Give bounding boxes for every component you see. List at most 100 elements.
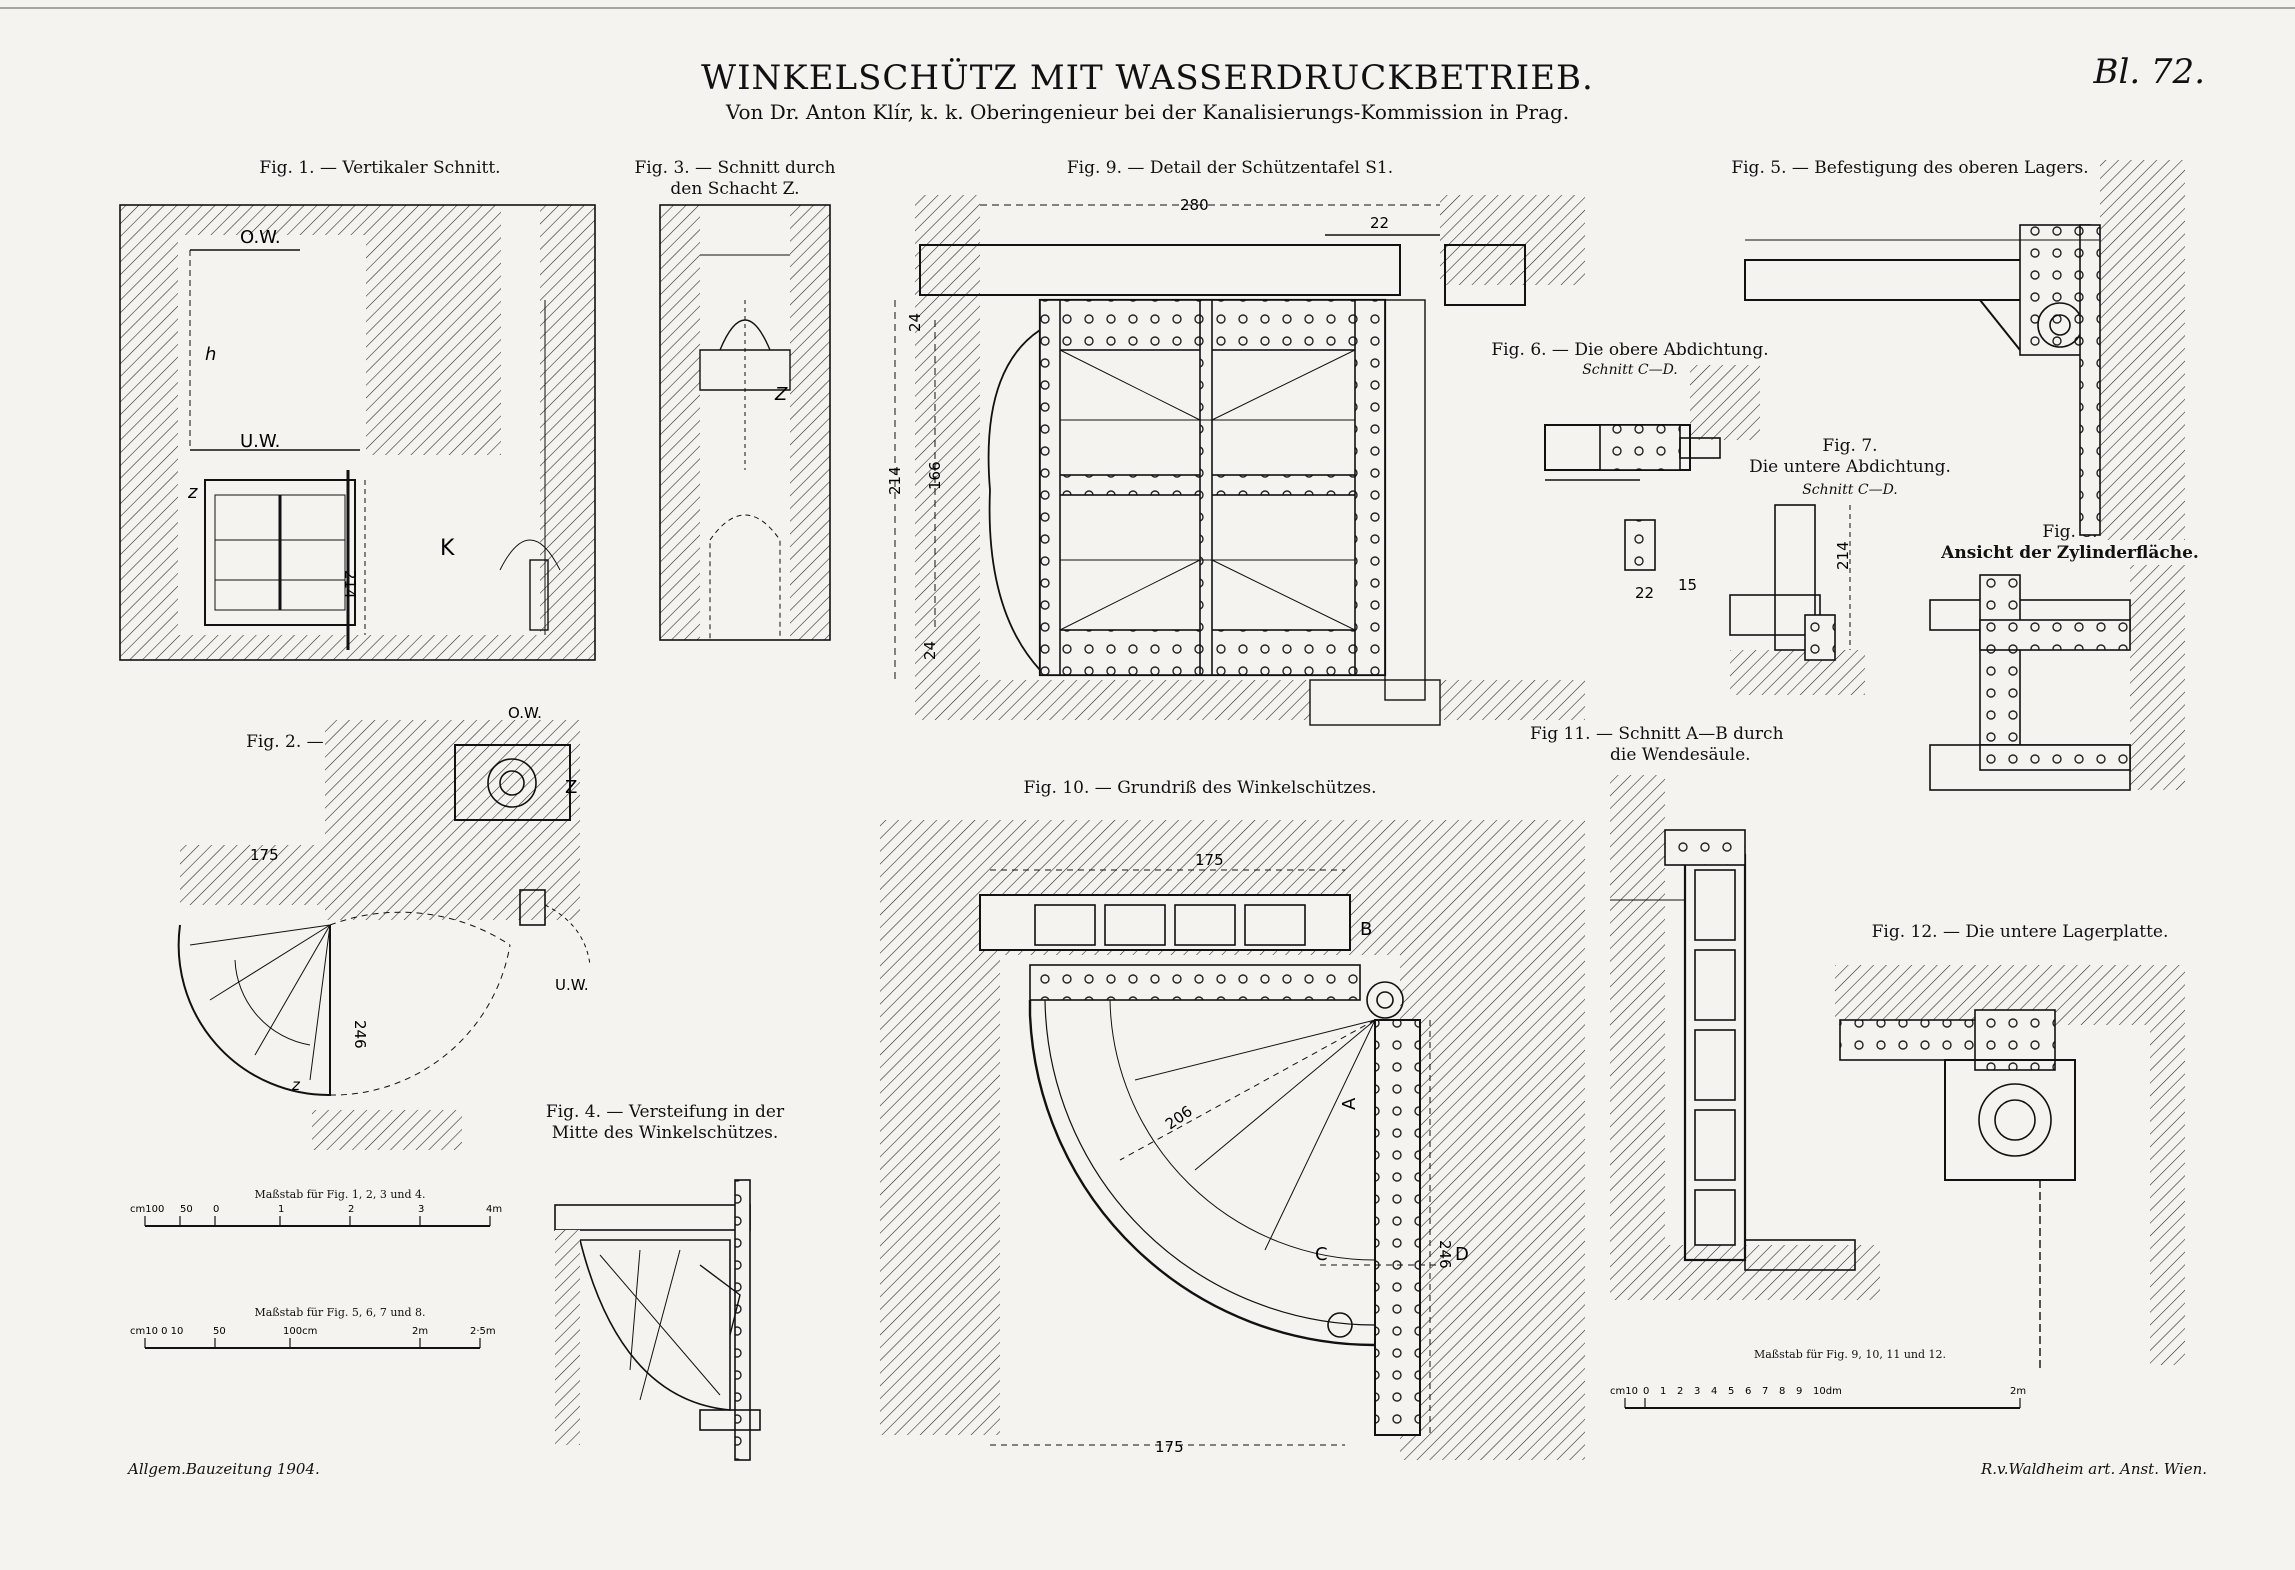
fig11-caption-line2: die Wendesäule. bbox=[1610, 745, 1751, 766]
fig10-gate-plan bbox=[880, 820, 1585, 1460]
fig2-label-z-upper: Z bbox=[565, 777, 577, 798]
fig2-label-ow: O.W. bbox=[508, 704, 542, 722]
fig10-dim-246: 246 bbox=[1436, 1240, 1454, 1269]
fig2-label-uw: U.W. bbox=[555, 976, 589, 994]
fig6-sub: Schnitt C—D. bbox=[1582, 362, 1678, 378]
fig10-label-c: C bbox=[1315, 1244, 1328, 1265]
fig9-dim-24-bottom: 24 bbox=[921, 641, 939, 660]
fig11-pivot-column-section bbox=[1610, 775, 1880, 1300]
scale1-tick-5: 3 bbox=[418, 1204, 424, 1215]
scale3-tick-1: 0 bbox=[1643, 1386, 1649, 1397]
scale-bar-3 bbox=[1624, 1398, 2021, 1409]
scale3-tick-12: 2m bbox=[2010, 1386, 2026, 1397]
scale1-tick-6: 4m bbox=[486, 1204, 502, 1215]
fig7-lower-seal bbox=[1729, 504, 1865, 695]
fig10-label-a: A bbox=[1339, 1097, 1360, 1110]
fig7-caption: Fig. 7. Die untere Abdichtung. bbox=[1720, 436, 1980, 479]
scale2-tick-4: 2·5m bbox=[470, 1326, 496, 1337]
fig9-dim-166: 166 bbox=[926, 461, 944, 490]
scale3-tick-8: 7 bbox=[1762, 1386, 1768, 1397]
scale2-tick-1: 50 bbox=[213, 1326, 226, 1337]
scale2-caption: Maßstab für Fig. 5, 6, 7 und 8. bbox=[254, 1306, 426, 1319]
fig10-caption: Fig. 10. — Grundriß des Winkelschützes. bbox=[1023, 778, 1377, 798]
scale1-caption: Maßstab für Fig. 1, 2, 3 und 4. bbox=[254, 1188, 426, 1201]
plate-number: Bl. 72. bbox=[2093, 52, 2205, 92]
scale2-tick-3: 2m bbox=[412, 1326, 428, 1337]
scale3-tick-0: cm10 bbox=[1610, 1386, 1638, 1397]
fig1-label-k: K bbox=[440, 536, 455, 561]
fig7-caption-line2: Die untere Abdichtung. bbox=[1749, 457, 1951, 478]
scale3-tick-5: 4 bbox=[1711, 1386, 1717, 1397]
footer-right: R.v.Waldheim art. Anst. Wien. bbox=[1981, 1460, 2207, 1478]
fig11-caption-line1: Fig 11. — Schnitt A—B durch bbox=[1530, 724, 1784, 744]
fig4-caption-line2: Mitte des Winkelschützes. bbox=[551, 1123, 779, 1144]
scale3-tick-7: 6 bbox=[1745, 1386, 1751, 1397]
footer-left: Allgem.Bauzeitung 1904. bbox=[128, 1460, 320, 1478]
fig8-caption-line2: Ansicht der Zylinderfläche. bbox=[1941, 543, 2199, 564]
scale-bar-2 bbox=[144, 1338, 481, 1349]
scale1-tick-1: 50 bbox=[180, 1204, 193, 1215]
fig5-upper-bearing-fixing bbox=[1744, 160, 2185, 540]
fig6-dim-22: 22 bbox=[1635, 584, 1654, 602]
fig12-caption: Fig. 12. — Die untere Lagerplatte. bbox=[1871, 922, 2169, 942]
fig5-caption: Fig. 5. — Befestigung des oberen Lagers. bbox=[1731, 158, 2089, 178]
fig3-caption-line2: den Schacht Z. bbox=[670, 179, 800, 200]
fig6-caption: Fig. 6. — Die obere Abdichtung. bbox=[1491, 340, 1769, 360]
scale3-tick-10: 9 bbox=[1796, 1386, 1802, 1397]
fig6-upper-seal bbox=[1544, 365, 1760, 571]
scale1-tick-2: 0 bbox=[213, 1204, 219, 1215]
fig4-center-stiffening bbox=[554, 1179, 761, 1461]
fig7-dim-214: 214 bbox=[1834, 541, 1852, 570]
scale3-tick-2: 1 bbox=[1660, 1386, 1666, 1397]
plate-subtitle: Von Dr. Anton Klír, k. k. Oberingenieur … bbox=[725, 100, 1570, 124]
fig10-dim-175-top: 175 bbox=[1195, 851, 1224, 869]
scale-bar-1 bbox=[144, 1216, 491, 1227]
fig3-caption: Fig. 3. — Schnitt durch den Schacht Z. bbox=[620, 158, 850, 201]
fig3-label-z: Z bbox=[774, 384, 788, 405]
fig7-caption-line1: Fig. 7. bbox=[1822, 436, 1878, 456]
plate-title: WINKELSCHÜTZ MIT WASSERDRUCKBETRIEB. bbox=[701, 58, 1594, 98]
fig10-label-d: D bbox=[1455, 1244, 1469, 1265]
fig2-plan bbox=[177, 720, 591, 1150]
scale3-tick-4: 3 bbox=[1694, 1386, 1700, 1397]
scale1-tick-0: cm100 bbox=[130, 1204, 164, 1215]
fig4-caption: Fig. 4. — Versteifung in der Mitte des W… bbox=[525, 1102, 805, 1145]
fig2-label-z-lower: z bbox=[291, 1076, 301, 1094]
fig11-caption: Fig 11. — Schnitt A—B durch die Wendesäu… bbox=[1530, 724, 1850, 767]
fig9-dim-22: 22 bbox=[1370, 214, 1389, 232]
fig2-dim-246: 246 bbox=[351, 1020, 369, 1049]
scale3-tick-6: 5 bbox=[1728, 1386, 1734, 1397]
scale3-tick-3: 2 bbox=[1677, 1386, 1683, 1397]
fig1-label-z: z bbox=[187, 482, 198, 503]
fig12-lower-bearing-plate bbox=[1835, 965, 2185, 1370]
scale1-tick-3: 1 bbox=[278, 1204, 284, 1215]
fig9-caption: Fig. 9. — Detail der Schützentafel S1. bbox=[1066, 158, 1394, 178]
scale3-tick-9: 8 bbox=[1779, 1386, 1785, 1397]
fig1-label-ow: O.W. bbox=[240, 227, 281, 248]
fig8-cylinder-surface bbox=[1929, 565, 2185, 791]
fig7-sub: Schnitt C—D. bbox=[1802, 482, 1898, 498]
scale2-tick-0: cm10 0 10 bbox=[130, 1326, 183, 1337]
fig1-label-214: 214 bbox=[341, 570, 359, 599]
fig3-caption-line1: Fig. 3. — Schnitt durch bbox=[634, 158, 836, 178]
fig1-vertical-section bbox=[119, 204, 596, 661]
fig10-dim-175-bottom: 175 bbox=[1155, 1438, 1184, 1456]
fig1-caption: Fig. 1. — Vertikaler Schnitt. bbox=[259, 158, 501, 178]
fig9-gate-panel-detail bbox=[894, 195, 1585, 726]
fig9-dim-24-top: 24 bbox=[906, 313, 924, 332]
fig10-dim-206: 206 bbox=[1162, 1102, 1196, 1133]
fig10-label-b: B bbox=[1360, 919, 1372, 940]
fig2-dim-175: 175 bbox=[250, 846, 279, 864]
fig4-caption-line1: Fig. 4. — Versteifung in der bbox=[545, 1102, 785, 1122]
fig9-dim-214: 214 bbox=[886, 466, 904, 495]
scale3-tick-11: 10dm bbox=[1813, 1386, 1842, 1397]
fig3-shaft-section bbox=[659, 204, 831, 641]
fig6-dim-15: 15 bbox=[1678, 576, 1697, 594]
fig1-label-uw: U.W. bbox=[240, 431, 280, 452]
fig1-label-h: h bbox=[205, 344, 216, 365]
scale1-tick-4: 2 bbox=[348, 1204, 354, 1215]
scale3-caption: Maßstab für Fig. 9, 10, 11 und 12. bbox=[1753, 1348, 1947, 1361]
scale2-tick-2: 100cm bbox=[283, 1326, 317, 1337]
fig9-dim-280: 280 bbox=[1180, 196, 1209, 214]
